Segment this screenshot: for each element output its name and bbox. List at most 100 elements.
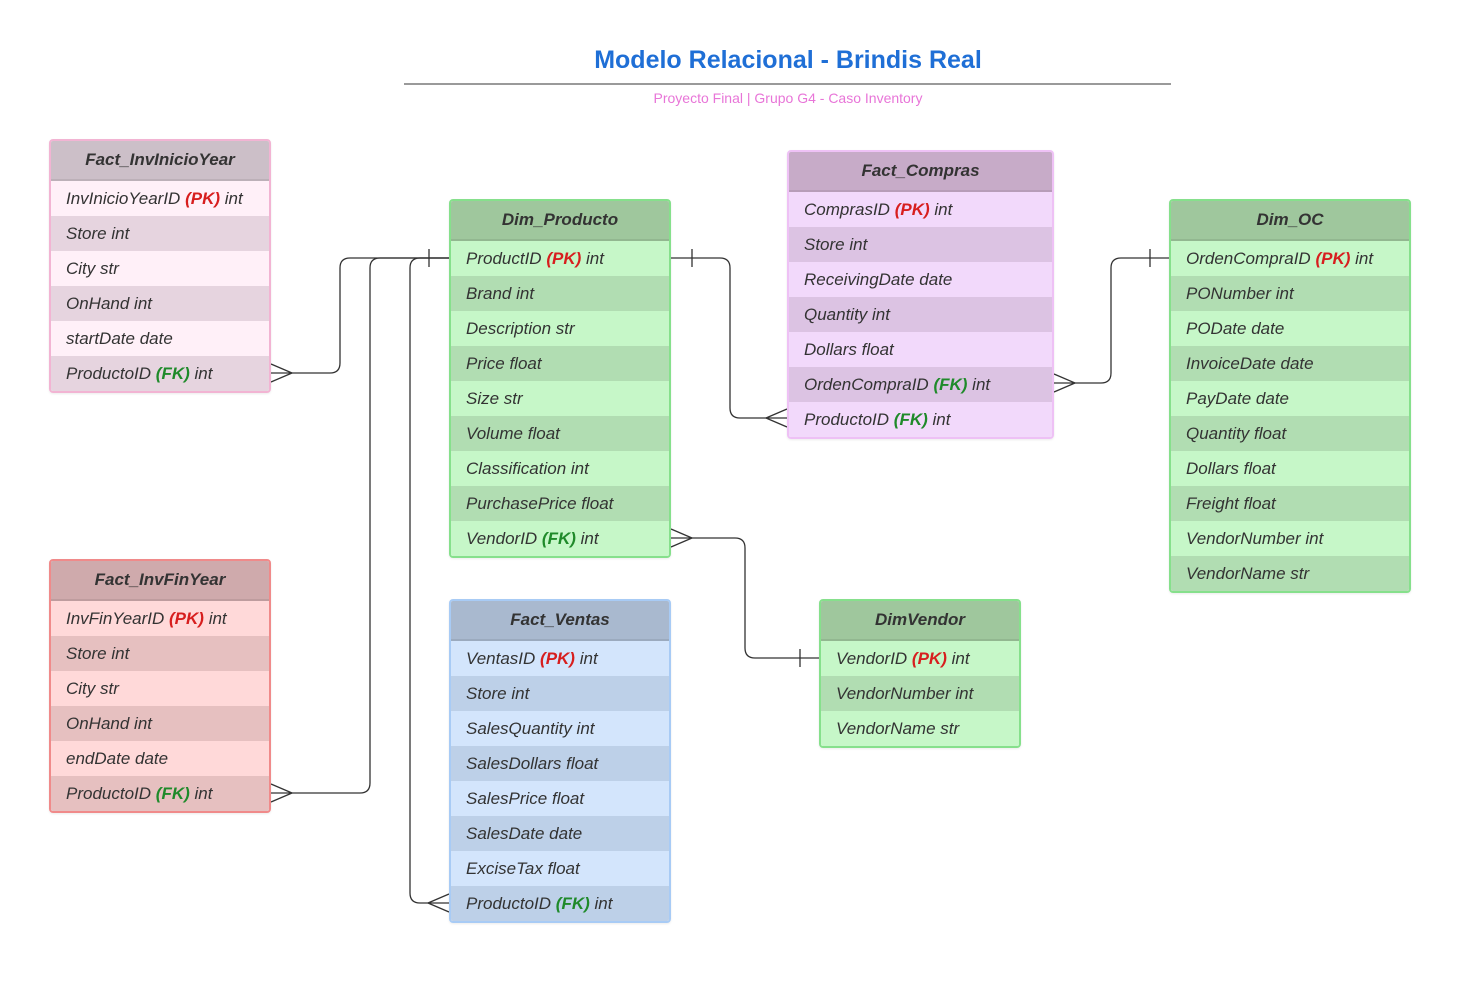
rel-oc-compras-line: [1054, 257, 1169, 384]
field-type: int: [594, 894, 613, 913]
rel-producto-compras-many: [765, 408, 788, 428]
field-row: Dollars float: [789, 332, 1052, 367]
foreign-key-marker: (FK): [155, 784, 190, 803]
field-name: Price float: [466, 354, 542, 373]
field-row: Store int: [51, 216, 269, 251]
field-row: VendorID (FK) int: [451, 521, 669, 556]
field-name: Store int: [804, 235, 868, 254]
field-name: OnHand int: [66, 714, 152, 733]
field-name: InvFinYearID: [66, 609, 165, 628]
field-row: Dollars float: [1171, 451, 1409, 486]
field-name: ProductID: [466, 249, 542, 268]
field-row: ProductoID (FK) int: [51, 776, 269, 811]
field-name: PODate date: [1186, 319, 1285, 338]
field-name: PurchasePrice float: [466, 494, 614, 513]
foreign-key-marker: (FK): [933, 375, 968, 394]
field-name: ProductoID: [66, 784, 152, 803]
field-type: int: [579, 649, 598, 668]
primary-key-marker: (PK): [1315, 249, 1351, 268]
foreign-key-marker: (FK): [155, 364, 190, 383]
table-header: Dim_OC: [1171, 201, 1409, 241]
field-row: ComprasID (PK) int: [789, 192, 1052, 227]
field-row: VentasID (PK) int: [451, 641, 669, 676]
field-type: int: [934, 200, 953, 219]
field-name: Brand int: [466, 284, 535, 303]
field-row: Quantity int: [789, 297, 1052, 332]
field-row: VendorNumber int: [821, 676, 1019, 711]
field-name: PONumber int: [1186, 284, 1294, 303]
field-row: PurchasePrice float: [451, 486, 669, 521]
primary-key-marker: (PK): [894, 200, 930, 219]
field-row: ExciseTax float: [451, 851, 669, 886]
foreign-key-marker: (FK): [555, 894, 590, 913]
rel-producto-invinicio-many: [270, 363, 293, 383]
foreign-key-marker: (FK): [893, 410, 928, 429]
field-name: VendorID: [466, 529, 538, 548]
field-row: Store int: [789, 227, 1052, 262]
field-row: endDate date: [51, 741, 269, 776]
field-row: ProductID (PK) int: [451, 241, 669, 276]
field-row: Description str: [451, 311, 669, 346]
field-row: Brand int: [451, 276, 669, 311]
field-name: Classification int: [466, 459, 589, 478]
field-name: SalesPrice float: [466, 789, 585, 808]
rel-vendor-producto-many: [670, 528, 693, 548]
field-name: Size str: [466, 389, 523, 408]
field-row: ReceivingDate date: [789, 262, 1052, 297]
rel-producto-ventas-line: [409, 257, 449, 904]
field-name: Store int: [466, 684, 530, 703]
rel-producto-compras-line: [671, 257, 787, 419]
field-type: int: [208, 609, 227, 628]
primary-key-marker: (PK): [169, 609, 204, 628]
field-row: OrdenCompraID (FK) int: [789, 367, 1052, 402]
field-name: OnHand int: [66, 294, 152, 313]
field-name: VendorNumber int: [1186, 529, 1324, 548]
field-type: int: [194, 364, 213, 383]
primary-key-marker: (PK): [911, 649, 947, 668]
field-row: ProductoID (FK) int: [451, 886, 669, 921]
field-name: SalesDollars float: [466, 754, 599, 773]
field-row: SalesQuantity int: [451, 711, 669, 746]
field-row: VendorName str: [821, 711, 1019, 746]
field-name: VendorName str: [836, 719, 960, 738]
field-row: SalesDollars float: [451, 746, 669, 781]
primary-key-marker: (PK): [540, 649, 575, 668]
title-divider: [404, 83, 1171, 85]
field-type: int: [586, 249, 604, 268]
primary-key-marker: (PK): [185, 189, 221, 208]
field-row: InvFinYearID (PK) int: [51, 601, 269, 636]
field-row: SalesPrice float: [451, 781, 669, 816]
field-type: int: [194, 784, 213, 803]
field-name: Description str: [466, 319, 575, 338]
field-row: Quantity float: [1171, 416, 1409, 451]
field-row: InvInicioYearID (PK) int: [51, 181, 269, 216]
table-header: Fact_Compras: [789, 152, 1052, 192]
field-name: Dollars float: [1186, 459, 1276, 478]
field-row: InvoiceDate date: [1171, 346, 1409, 381]
field-row: VendorNumber int: [1171, 521, 1409, 556]
field-row: Size str: [451, 381, 669, 416]
field-name: InvInicioYearID: [66, 189, 181, 208]
field-row: Classification int: [451, 451, 669, 486]
field-type: int: [972, 375, 991, 394]
field-type: int: [932, 410, 951, 429]
field-name: ComprasID: [804, 200, 890, 219]
field-name: Quantity int: [804, 305, 890, 324]
field-row: OnHand int: [51, 286, 269, 321]
field-name: Quantity float: [1186, 424, 1287, 443]
field-name: Volume float: [466, 424, 560, 443]
field-name: InvoiceDate date: [1186, 354, 1314, 373]
field-name: endDate date: [66, 749, 169, 768]
field-row: OnHand int: [51, 706, 269, 741]
field-row: VendorID (PK) int: [821, 641, 1019, 676]
rel-oc-compras-many: [1053, 373, 1076, 393]
field-type: int: [580, 529, 599, 548]
